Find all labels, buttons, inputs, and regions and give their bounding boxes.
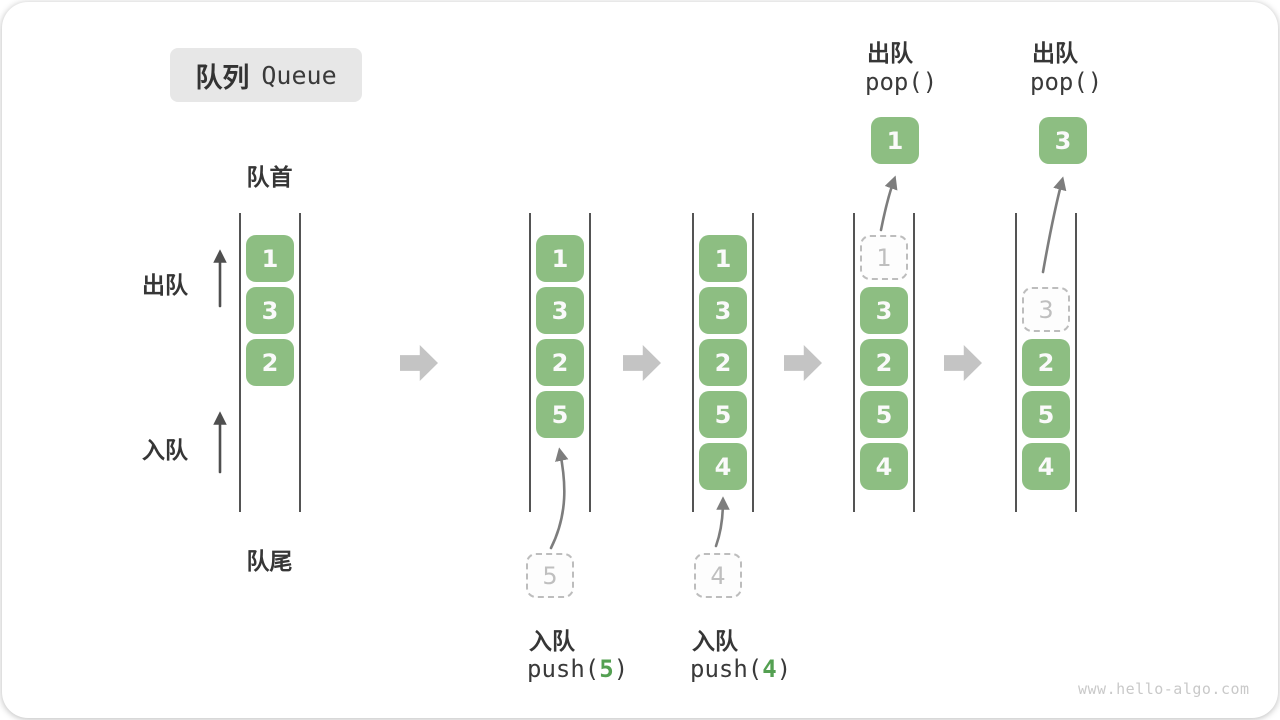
queue3-item: 3 [699, 287, 747, 334]
state-transition-arrow-icon [784, 345, 822, 381]
queue2-left-wall [529, 213, 531, 512]
title-label-en: Queue [261, 60, 337, 90]
state-transition-arrow-icon [623, 345, 661, 381]
queue1-right-wall [299, 213, 301, 512]
queue5-item: 2 [1022, 339, 1070, 386]
push5-label-zh: 入队 [529, 628, 575, 654]
queue5-right-wall [1075, 213, 1077, 512]
queue4-item: 3 [860, 287, 908, 334]
queue3-incoming-item: 4 [694, 553, 742, 598]
queue4-right-wall [913, 213, 915, 512]
pop2-code: pop() [1030, 68, 1103, 96]
queue2-item: 5 [536, 391, 584, 438]
queue3-item: 5 [699, 391, 747, 438]
title-label-zh: 队列 [195, 62, 250, 93]
queue3-item: 4 [699, 443, 747, 490]
state-transition-arrow-icon [944, 345, 982, 381]
label-enqueue: 入队 [142, 437, 188, 463]
queue2-item: 2 [536, 339, 584, 386]
queue1-left-wall [239, 213, 241, 512]
queue2-item: 1 [536, 235, 584, 282]
label-queue-front: 队首 [246, 164, 293, 190]
pop2-label-zh: 出队 [1032, 40, 1078, 66]
queue4-item: 2 [860, 339, 908, 386]
queue4-removed-slot: 1 [860, 235, 908, 280]
queue4-popped-item: 1 [871, 117, 919, 164]
queue1-item: 3 [246, 287, 294, 334]
push5-fn: push( [527, 655, 600, 683]
push5-arrow-icon [549, 447, 569, 550]
queue1-item: 1 [246, 235, 294, 282]
queue5-removed-slot: 3 [1022, 287, 1070, 332]
push4-code: push(4) [690, 655, 791, 683]
queue5-item: 5 [1022, 391, 1070, 438]
pop1-code: pop() [865, 68, 938, 96]
label-dequeue: 出队 [142, 272, 188, 298]
queue1-item: 2 [246, 339, 294, 386]
queue3-item: 2 [699, 339, 747, 386]
pop1-label-zh: 出队 [867, 40, 913, 66]
queue3-left-wall [692, 213, 694, 512]
queue2-item: 3 [536, 287, 584, 334]
state-transition-arrow-icon [400, 345, 438, 381]
label-queue-rear: 队尾 [246, 548, 293, 574]
queue4-left-wall [853, 213, 855, 512]
pop2-arrow-icon [1041, 176, 1067, 274]
queue2-right-wall [589, 213, 591, 512]
queue3-right-wall [752, 213, 754, 512]
push5-arg: 5 [599, 655, 614, 683]
title-box: 队列 Queue [170, 48, 362, 102]
push4-label-zh: 入队 [692, 628, 738, 654]
queue5-popped-item: 3 [1039, 117, 1087, 164]
queue4-item: 4 [860, 443, 908, 490]
push5-close: ) [613, 655, 629, 683]
queue3-item: 1 [699, 235, 747, 282]
push4-close: ) [776, 655, 792, 683]
pop1-arrow-icon [879, 175, 898, 232]
push4-arg: 4 [762, 655, 777, 683]
push4-arrow-icon [714, 496, 730, 548]
queue5-item: 4 [1022, 443, 1070, 490]
push4-fn: push( [690, 655, 763, 683]
push5-code: push(5) [527, 655, 628, 683]
queue4-item: 5 [860, 391, 908, 438]
queue5-left-wall [1015, 213, 1017, 512]
queue2-incoming-item: 5 [526, 553, 574, 598]
watermark: www.hello-algo.com [1078, 680, 1250, 698]
